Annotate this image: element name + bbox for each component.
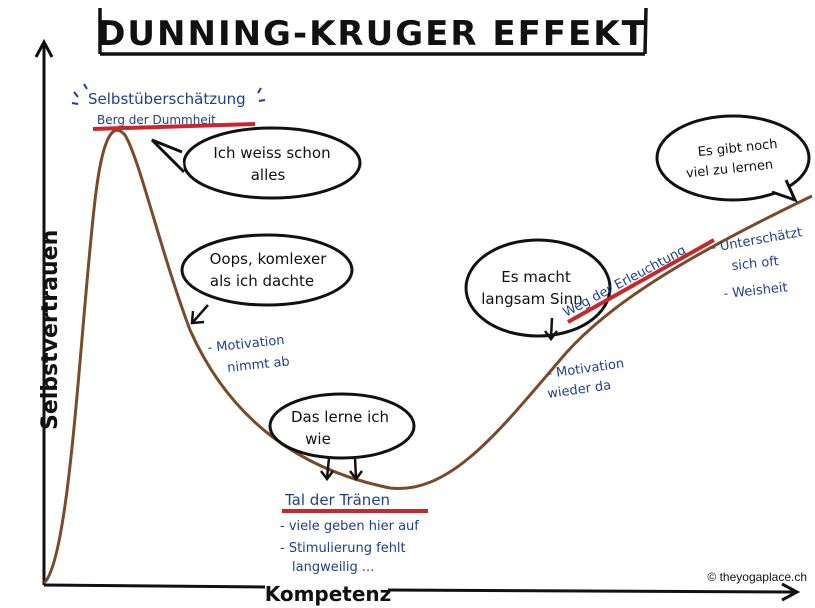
note-2-line-3: langweilig ... [292, 560, 374, 575]
title: DUNNING-KRUGER EFFEKT [97, 14, 647, 54]
peak-subtitle: Berg der Dummheit [97, 113, 216, 127]
y-axis-arrow [34, 38, 54, 58]
y-axis-label: Selbstvertrauen [38, 230, 63, 430]
peak-underline [92, 122, 256, 131]
title-box: DUNNING-KRUGER EFFEKT [97, 7, 648, 56]
bubble-ich-weiss: Ich weiss schon alles [150, 126, 362, 200]
note-3-line-2: wieder da [546, 378, 612, 402]
bubble-oops: Oops, komlexer als ich dachte [180, 233, 354, 325]
slope-title: Weg der Erleuchtung [561, 243, 689, 320]
note-1-line-2: nimmt ab [227, 354, 291, 375]
note-1-line-1: - Motivation [207, 333, 285, 356]
slope-underline [567, 238, 715, 324]
arrow-down [544, 317, 558, 342]
note-2-line-1: - viele geben hier auf [280, 519, 419, 534]
valley-label: Tal der Tränen - viele geben hier auf - … [280, 491, 428, 575]
bubble-viel-zu-lernen: Es gibt noch viel zu lernen [655, 114, 811, 203]
bubble-3-line-1: Das lerne ich [291, 408, 389, 426]
arrow-down-left [190, 304, 209, 325]
note-4-line-2: sich oft [731, 254, 780, 274]
bubble-es-macht-sinn: Es macht langsam Sinn [464, 238, 612, 342]
copyright-credit: © theyogaplace.ch [707, 570, 807, 584]
bubble-5-line-2: viel zu lernen [685, 157, 774, 181]
axes: Selbstvertrauen Kompetenz [34, 38, 801, 606]
note-motivation-sinkt: - Motivation nimmt ab [207, 333, 291, 376]
note-4-line-1: - Unterschätzt [710, 225, 803, 256]
bubble-1-line-1: Ich weiss schon [213, 144, 330, 162]
bubble-das-lerne: Das lerne ich wie [268, 392, 416, 482]
bubble-2-line-2: als ich dachte [210, 272, 314, 290]
bubble-3-line-2: wie [305, 430, 331, 448]
bubble-4-line-2: langsam Sinn [481, 290, 582, 308]
dunning-kruger-curve [42, 128, 813, 585]
arrows-down [320, 457, 363, 482]
x-axis-label: Kompetenz [265, 582, 392, 606]
note-unterschaetzt: - Unterschätzt sich oft - Weisheit [710, 225, 803, 302]
bubble-5-line-1: Es gibt noch [697, 137, 778, 160]
bubble-1-line-2: alles [251, 166, 286, 184]
bubble-4-line-1: Es macht [501, 268, 571, 286]
note-2-line-2: - Stimulierung fehlt [280, 541, 406, 556]
peak-title: Selbstüberschätzung [88, 90, 246, 108]
valley-title: Tal der Tränen [284, 491, 390, 509]
sparkle-marks [71, 83, 266, 105]
x-axis [43, 583, 796, 594]
x-axis-arrow [781, 582, 801, 602]
bubble-2-line-1: Oops, komlexer [210, 250, 328, 268]
peak-label: Selbstüberschätzung Berg der Dummheit [71, 83, 266, 131]
note-4-line-3: - Weisheit [723, 280, 788, 302]
